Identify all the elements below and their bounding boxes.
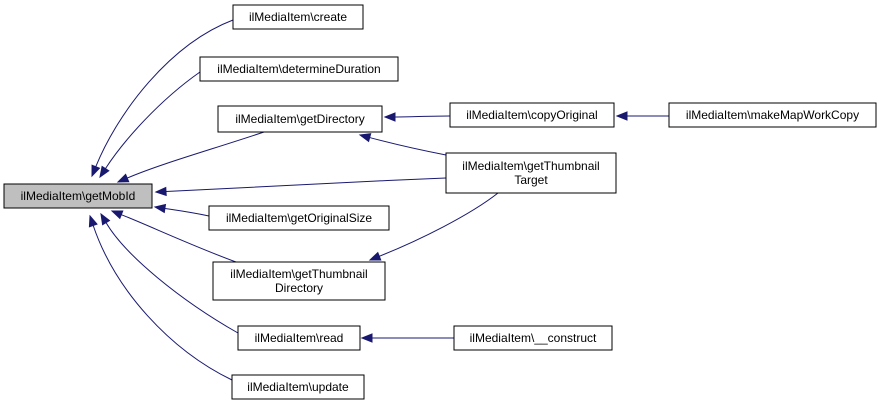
edge-line — [105, 71, 201, 169]
edge-line — [369, 137, 447, 156]
node-label: ilMediaItem\getOriginalSize — [226, 211, 372, 225]
node-determineDuration[interactable]: ilMediaItem\determineDuration — [199, 56, 399, 82]
node-label: ilMediaItem\makeMapWorkCopy — [686, 108, 859, 122]
edge-copyOriginal-to-getDirectory — [383, 112, 451, 122]
node-box — [445, 152, 617, 194]
edge-determineDuration-to-getMobId — [99, 71, 201, 179]
node-update[interactable]: ilMediaItem\update — [231, 374, 365, 400]
node-label: ilMediaItem\update — [247, 380, 349, 394]
node-label: ilMediaItem\__construct — [470, 331, 597, 345]
node-label: Directory — [275, 281, 323, 295]
arrowhead-icon — [88, 214, 98, 228]
edge-create-to-getMobId — [91, 19, 234, 178]
node-box — [217, 105, 383, 133]
node-label: ilMediaItem\create — [249, 10, 347, 24]
node-box — [668, 102, 877, 128]
arrowhead-icon — [100, 212, 111, 226]
arrowhead-icon — [154, 186, 167, 197]
edge-makeMapWorkCopy-to-copyOriginal — [615, 111, 670, 121]
node-box — [232, 4, 364, 30]
edge-line — [165, 177, 447, 192]
edge-line — [126, 131, 265, 179]
node-getOriginalSize[interactable]: ilMediaItem\getOriginalSize — [208, 205, 390, 231]
node-box — [237, 325, 361, 351]
node-label: ilMediaItem\copyOriginal — [466, 108, 597, 122]
node-box — [449, 102, 615, 128]
edge-line — [121, 214, 237, 263]
edge-line — [379, 192, 499, 257]
nodes-layer: ilMediaItem\getMobId ilMediaItem\create il… — [3, 4, 877, 400]
edge-getThumbnailTarget-to-getThumbnailDirectory — [368, 192, 499, 261]
node-getDirectory[interactable]: ilMediaItem\getDirectory — [217, 105, 383, 133]
edge-update-to-getMobId — [88, 214, 233, 381]
node-label: ilMediaItem\getMobId — [21, 189, 136, 203]
node-create[interactable]: ilMediaItem\create — [232, 4, 364, 30]
node-box — [3, 183, 153, 209]
edge-getThumbnailTarget-to-getDirectory — [358, 133, 447, 156]
arrowhead-icon — [368, 251, 382, 261]
edge-getThumbnailDirectory-to-getMobId — [110, 210, 237, 263]
arrowhead-icon — [383, 112, 396, 122]
node-label: Target — [514, 173, 548, 187]
arrowhead-icon — [91, 164, 101, 178]
arrowhead-icon — [360, 333, 373, 343]
node-box — [212, 261, 386, 301]
node-box — [208, 205, 390, 231]
node-getMobId[interactable]: ilMediaItem\getMobId — [3, 183, 153, 209]
node-copyOriginal[interactable]: ilMediaItem\copyOriginal — [449, 102, 615, 128]
node-read[interactable]: ilMediaItem\read — [237, 325, 361, 351]
node-construct[interactable]: ilMediaItem\__construct — [453, 325, 613, 351]
edge-getOriginalSize-to-getMobId — [153, 203, 210, 217]
edge-getDirectory-to-getMobId — [116, 131, 265, 183]
arrowhead-icon — [116, 173, 130, 183]
edge-getThumbnailTarget-to-getMobId — [154, 177, 447, 197]
arrowhead-icon — [153, 203, 167, 214]
arrowhead-icon — [358, 133, 372, 143]
edge-line — [105, 222, 239, 334]
node-box — [231, 374, 365, 400]
node-label: ilMediaItem\determineDuration — [217, 62, 380, 76]
node-box — [199, 56, 399, 82]
edge-read-to-getMobId — [100, 212, 239, 334]
edge-line — [394, 115, 451, 118]
arrowhead-icon — [99, 165, 110, 179]
node-label: ilMediaItem\getThumbnail — [230, 267, 367, 281]
edge-line — [164, 207, 210, 217]
edge-line — [95, 19, 234, 167]
node-box — [453, 325, 613, 351]
node-label: ilMediaItem\read — [255, 331, 344, 345]
node-makeMapWorkCopy[interactable]: ilMediaItem\makeMapWorkCopy — [668, 102, 877, 128]
arrowhead-icon — [110, 210, 124, 220]
node-label: ilMediaItem\getThumbnail — [462, 159, 599, 173]
node-label: ilMediaItem\getDirectory — [235, 112, 364, 126]
edge-line — [92, 225, 233, 381]
edges-layer — [88, 19, 670, 381]
arrowhead-icon — [615, 111, 628, 121]
edge-construct-to-read — [360, 333, 455, 343]
